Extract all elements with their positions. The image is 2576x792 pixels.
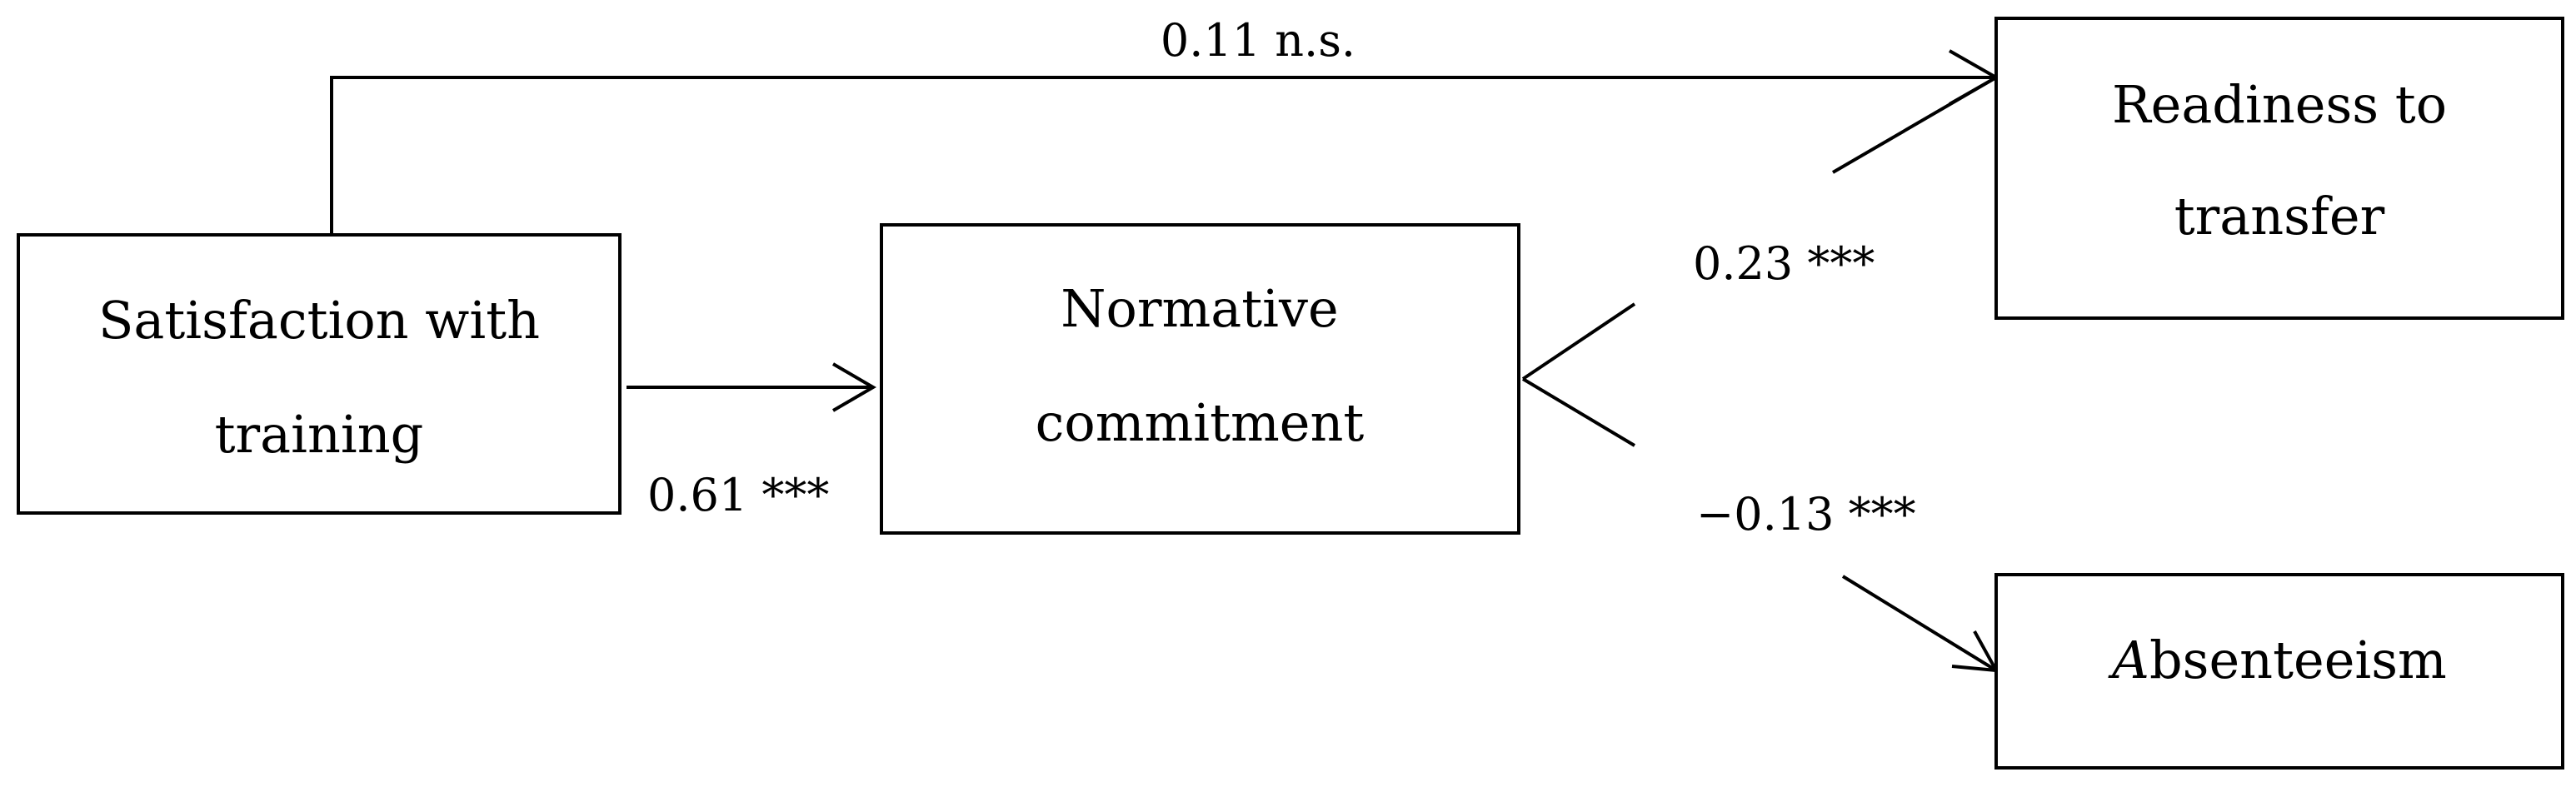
path-coefficient-label: 0.61 *** [647,469,829,521]
path-coefficient-label: −0.13 *** [1696,488,1916,540]
node-label-line1: Satisfaction with [98,290,540,351]
path-line [1831,76,1998,174]
node-label-rest: bsenteeism [2149,630,2447,690]
node-readiness-to-transfer: Readiness to transfer [1994,17,2564,320]
node-label-line2: training [215,404,424,465]
node-label-line2: commitment [1036,392,1365,453]
node-label-line1: Readiness to [2112,74,2447,135]
path-line [1521,377,1636,447]
node-box [17,233,622,515]
path-coefficient-label: 0.11 n.s. [1161,14,1355,67]
path-coefficient-label: 0.23 *** [1693,237,1875,290]
node-absenteeism: Absenteeism [1994,573,2564,770]
node-label-line2: transfer [2174,186,2385,247]
node-box [1994,573,2564,770]
path-satisfaction-to-normative: 0.61 *** [627,362,876,521]
arrowhead-icon [831,362,876,412]
node-satisfaction-with-training: Satisfaction with training [17,233,622,515]
path-line [1521,302,1636,381]
node-normative-commitment: Normative commitment [880,223,1520,535]
path-line [330,76,1996,235]
node-box [880,223,1520,535]
node-label-line1: Normative [1061,278,1338,339]
path-line [1841,575,1998,672]
node-label-initial: A [2108,630,2149,690]
path-satisfaction-to-readiness: 0.11 n.s. [330,14,2000,235]
path-normative-to-readiness: 0.23 *** [1521,76,1998,381]
path-normative-to-absenteeism: −0.13 *** [1521,377,1999,673]
node-label: Absenteeism [2108,630,2447,690]
node-box [1994,17,2564,320]
